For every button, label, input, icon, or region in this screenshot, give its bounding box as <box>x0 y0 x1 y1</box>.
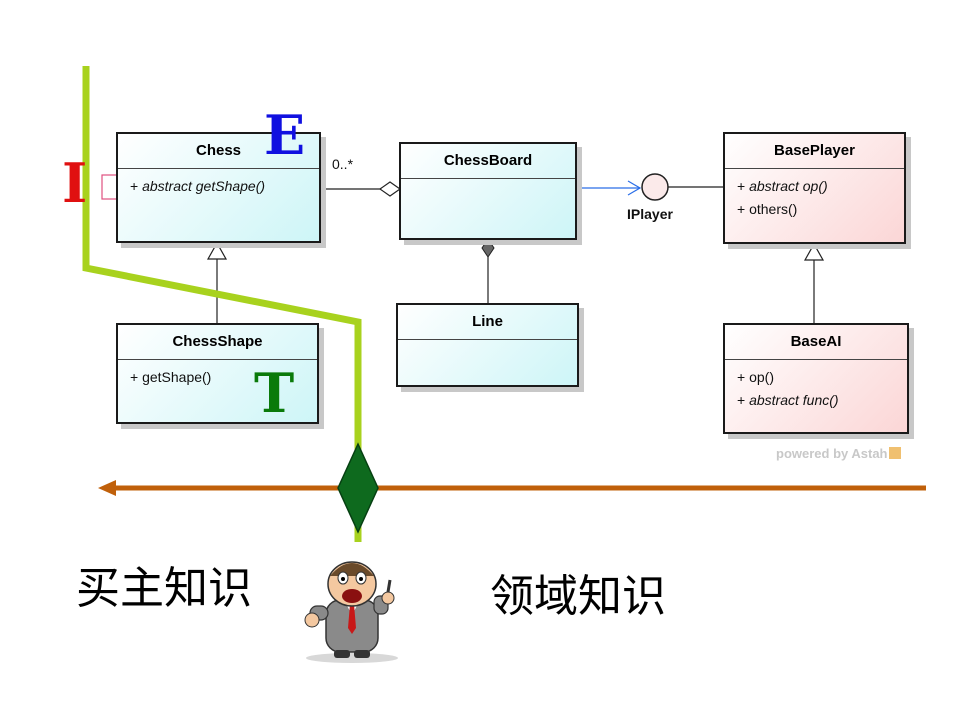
letter-e: E <box>264 103 306 167</box>
arrow-head-left-icon <box>98 480 116 496</box>
generalization-triangle <box>206 241 228 260</box>
operation: + abstract getShape() <box>130 178 266 194</box>
class-line[interactable]: Line <box>396 303 579 387</box>
multiplicity-label: 0..* <box>332 156 354 172</box>
operation: + abstract func() <box>737 392 839 408</box>
boundary-diamond-icon <box>337 442 379 534</box>
astah-logo-icon <box>889 447 902 459</box>
class-baseai[interactable]: BaseAI + op() + abstract func() <box>723 323 909 434</box>
class-chessboard[interactable]: ChessBoard <box>399 142 577 240</box>
class-name: ChessBoard <box>401 144 575 179</box>
class-chessshape[interactable]: ChessShape + getShape() <box>116 323 319 424</box>
interface-label: IPlayer <box>627 206 673 222</box>
letter-t: T <box>254 361 295 425</box>
context-boundary-line <box>82 66 362 542</box>
watermark: powered by Astah <box>776 446 902 461</box>
class-name: BasePlayer <box>725 134 904 169</box>
operation: + getShape() <box>130 369 212 385</box>
letter-i: I <box>62 151 88 215</box>
class-baseplayer[interactable]: BasePlayer + abstract op() + others() <box>723 132 906 244</box>
operation: + abstract op() <box>737 178 828 194</box>
operation: + op() <box>737 369 774 385</box>
class-name: BaseAI <box>725 325 907 360</box>
class-name: Chess <box>118 134 319 169</box>
class-operations: + abstract op() + others() <box>725 169 904 221</box>
class-operations: + op() + abstract func() <box>725 360 907 412</box>
composition-diamond <box>481 238 495 258</box>
class-name: Line <box>398 305 577 340</box>
generalization-triangle-2 <box>803 242 825 261</box>
class-name: ChessShape <box>118 325 317 360</box>
class-operations: + getShape() <box>118 360 317 389</box>
businessman-cartoon-icon <box>304 561 398 663</box>
label-buyer-knowledge: 买主知识 <box>76 563 252 614</box>
class-chess[interactable]: Chess + abstract getShape() <box>116 132 321 243</box>
aggregation-diamond <box>378 181 402 197</box>
label-domain-knowledge: 领域知识 <box>490 571 666 622</box>
class-operations: + abstract getShape() <box>118 169 319 198</box>
operation: + others() <box>737 201 798 217</box>
iplayer-interface-icon <box>641 173 669 201</box>
